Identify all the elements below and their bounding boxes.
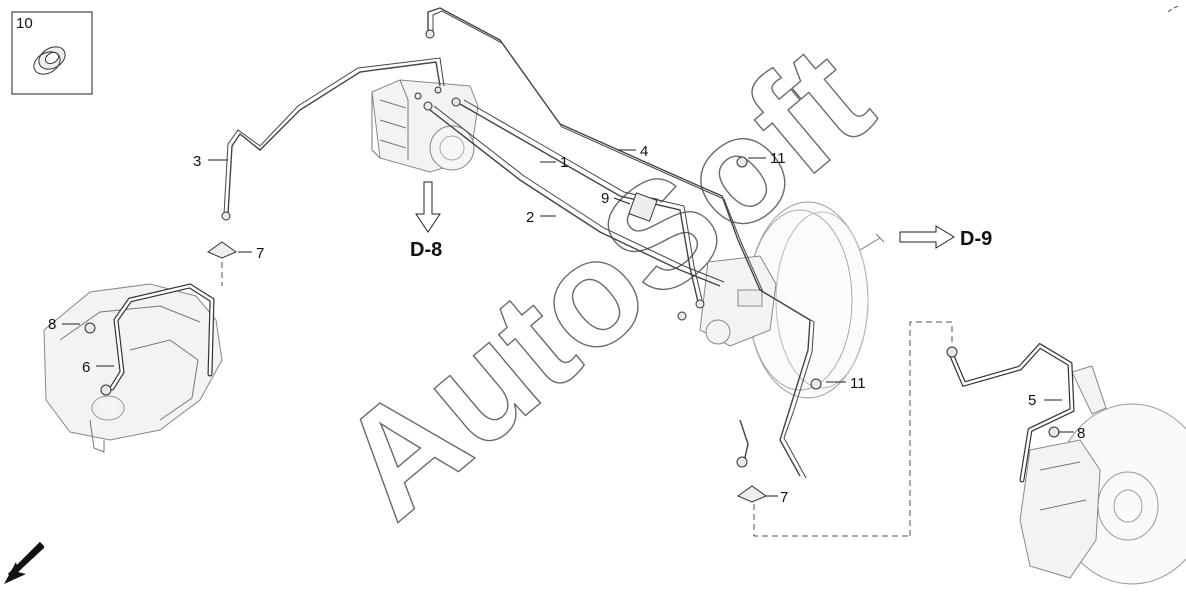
callout-1: 1 [560,154,568,171]
callout-5: 5 [1028,392,1036,409]
orientation-arrow-icon [4,541,45,584]
front-left-caliper [43,283,223,453]
brake-pipes [221,7,822,479]
callout-2: 2 [526,209,534,226]
callout-9: 9 [601,190,609,207]
callout-6: 6 [82,359,90,376]
callout-4: 4 [640,143,648,160]
ref-d9: D-9 [960,228,992,250]
dashed-guide-right [909,321,953,536]
corner-mark-icon [1167,5,1179,13]
clip-right [736,485,768,503]
clip-left [206,241,238,259]
callout-10: 10 [16,15,33,32]
front-left-brake-hose [84,283,215,396]
leader-lines [62,149,1074,497]
abs-hydraulic-unit [371,79,479,173]
dashed-guide-bottom [753,504,910,537]
front-right-brake-hose [946,342,1075,483]
callout-3: 3 [193,153,201,170]
callout-11-top: 11 [770,150,786,167]
callout-7-left: 7 [256,245,264,262]
front-right-caliper-disc [1019,365,1186,585]
callout-8-left: 8 [48,316,56,333]
callout-7-right: 7 [780,489,788,506]
callout-11-bottom: 11 [850,375,866,392]
arrow-right-icon [899,225,955,249]
ref-d8: D-8 [410,239,442,261]
grommet-icon [33,46,66,75]
callout-8-right: 8 [1077,425,1085,442]
arrow-down-icon [415,181,441,233]
inset-box-part-10: 10 [11,11,93,95]
